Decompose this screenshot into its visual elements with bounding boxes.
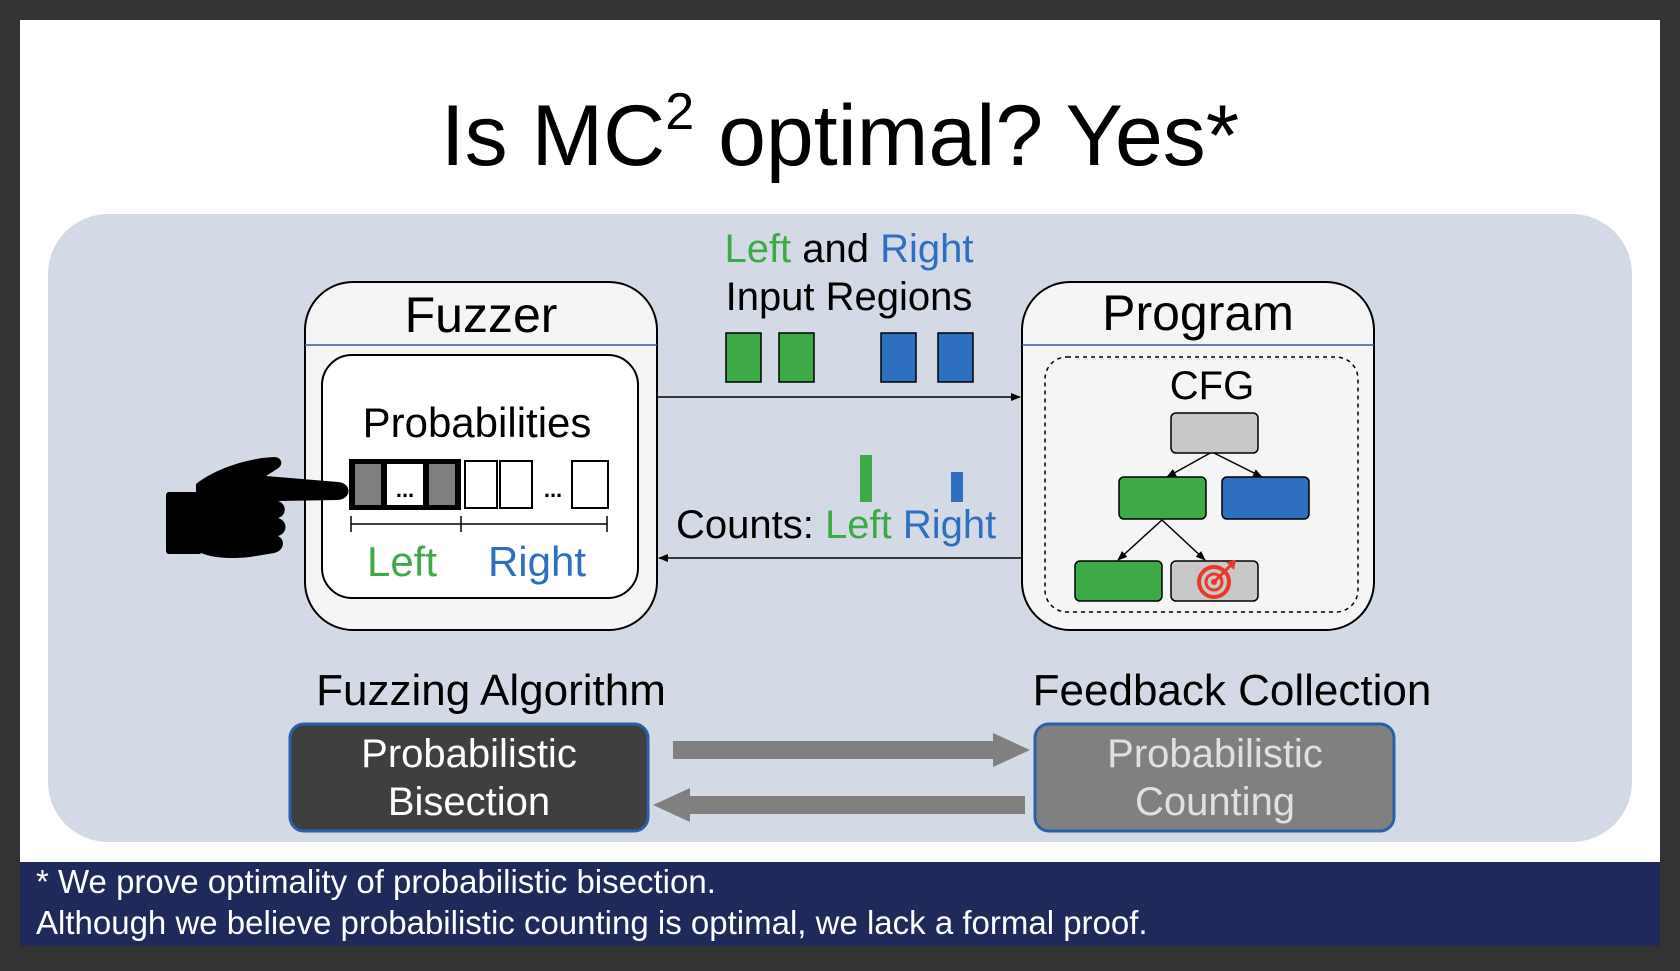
pointing-hand-icon (166, 457, 349, 559)
counts-label: Counts: Left Right (676, 503, 996, 547)
fuzzer-title: Fuzzer (405, 287, 558, 343)
cfg-node-left-child (1074, 560, 1163, 602)
footnote-line1: * We prove optimality of probabilistic b… (36, 863, 716, 900)
target-icon (1197, 560, 1236, 599)
probabilistic-bisection-box: Probabilistic Bisection (288, 722, 650, 833)
counting-line1: Probabilistic (1107, 732, 1323, 776)
footnote-bar (20, 862, 1660, 946)
probabilities-box: Probabilities ... ... Left Right (321, 354, 639, 599)
probabilistic-counting-box: Probabilistic Counting (1033, 722, 1396, 833)
cfg-box: CFG (1044, 356, 1359, 613)
fuzzing-algorithm-label: Fuzzing Algorithm (316, 666, 666, 715)
page-title: Is MC2 optimal? Yes* (441, 83, 1240, 184)
input-region-blocks (725, 332, 974, 383)
program-title: Program (1102, 285, 1294, 341)
cfg-edges (1117, 451, 1263, 561)
fuzzer-right-label: Right (488, 538, 586, 585)
cfg-label: CFG (1170, 364, 1254, 408)
fuzzer-left-label: Left (367, 538, 437, 585)
bisection-line2: Bisection (388, 780, 550, 824)
footnote-line2: Although we believe probabilistic counti… (36, 904, 1148, 941)
probabilities-title: Probabilities (363, 399, 592, 446)
left-count-bar (860, 455, 872, 502)
cfg-node-right (1221, 476, 1310, 520)
feedback-collection-label: Feedback Collection (1033, 666, 1432, 715)
probability-array: ... ... (349, 459, 609, 510)
left-cells-ellipsis: ... (396, 477, 414, 502)
input-regions-title: Left and Right (724, 227, 973, 271)
backward-gray-arrow (653, 788, 1025, 822)
forward-gray-arrow (673, 733, 1030, 767)
right-cells-ellipsis: ... (544, 477, 562, 502)
cfg-node-root (1170, 412, 1259, 454)
right-count-bar (951, 472, 963, 502)
cfg-node-left (1118, 476, 1207, 520)
program-box: Program (1021, 281, 1375, 631)
range-brackets (350, 516, 608, 532)
input-regions-subtitle: Input Regions (726, 275, 973, 319)
bisection-line1: Probabilistic (361, 732, 577, 776)
counting-line2: Counting (1135, 780, 1295, 824)
